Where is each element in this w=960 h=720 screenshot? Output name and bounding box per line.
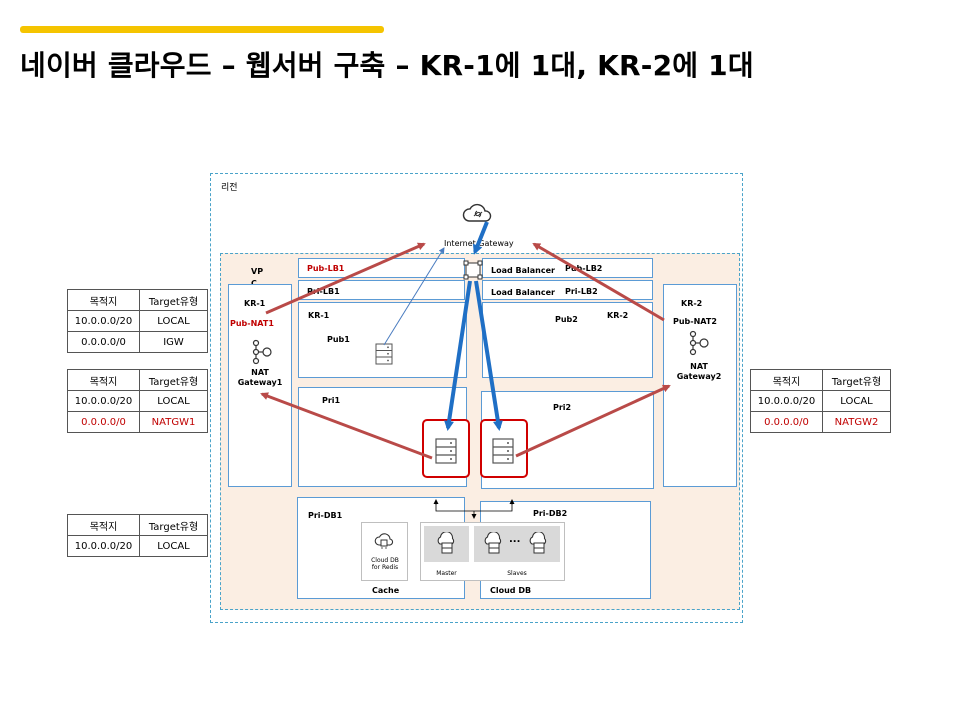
master-label: Master [436,570,457,577]
pub-lb1-label: Pub-LB1 [307,264,345,273]
pri-lb2-label: Pri-LB2 [565,287,598,296]
rt-cell: 10.0.0.0/20 [67,310,140,332]
server-icon [375,343,393,365]
pub1-label: Pub1 [327,335,350,344]
server-icon [435,438,457,464]
load-balancer-label-2: Load Balancer [491,288,555,297]
rt-cell: 0.0.0.0/0 [67,331,140,353]
pub-lb2-label: Pub-LB2 [565,264,603,273]
kr2-zone-label: KR-2 [681,299,703,308]
rt-cell: 0.0.0.0/0 [67,411,140,433]
slaves-label: Slaves [507,570,527,577]
slide-title: 네이버 클라우드 – 웹서버 구축 – KR-1에 1대, KR-2에 1대 [20,49,754,82]
rt-header-target: Target유형 [139,514,208,536]
nat-gateway2-label: NAT Gateway2 [676,362,722,381]
internet-gateway-label: Internet Gateway [444,239,514,248]
rt-cell: LOCAL [139,535,208,557]
pub-nat1-label: Pub-NAT1 [230,319,274,328]
rt-header-target: Target유형 [822,369,891,391]
rt-cell: 0.0.0.0/0 [750,411,823,433]
nat-gateway-icon [252,339,272,365]
rt-cell: LOCAL [822,390,891,412]
pub-nat2-label: Pub-NAT2 [673,317,717,326]
kr1-zone-label: KR-1 [244,299,266,308]
load-balancer-icon [463,260,483,280]
pub2-zone-label: KR-2 [607,311,629,320]
server-icon [492,438,514,464]
vpc-label: VP C [251,267,264,288]
redis-icon [374,533,394,549]
rt-cell: LOCAL [139,310,208,332]
pri1-label: Pri1 [322,396,341,405]
web-server-kr2-highlight[interactable] [480,419,528,478]
region-label: 리전 [221,183,238,193]
rt-header-destination: 목적지 [67,514,140,536]
pub1-zone-label: KR-1 [308,311,330,320]
kr2-nat-subnet [663,284,737,487]
pri-db2-label: Pri-DB2 [533,509,568,518]
load-balancer-label-1: Load Balancer [491,266,555,275]
rt-header-destination: 목적지 [67,369,140,391]
rt-cell: IGW [139,331,208,353]
rt-cell: NATGW2 [822,411,891,433]
rt-header-destination: 목적지 [750,369,823,391]
pub2-label: Pub2 [555,315,578,324]
redis-label: Cloud DB for Redis [371,557,399,571]
rt-header-target: Target유형 [139,369,208,391]
region-container [210,173,743,623]
pri2-label: Pri2 [553,403,572,412]
web-server-kr1-highlight[interactable] [422,419,470,478]
pri-db1-label: Pri-DB1 [308,511,343,520]
redis-panel [361,522,408,581]
cloud-icon [462,203,492,222]
database-icon [437,532,455,554]
nat-gateway-icon [689,330,709,356]
rt-cell: NATGW1 [139,411,208,433]
rt-cell: 10.0.0.0/20 [67,390,140,412]
pri-lb1-label: Pri-LB1 [307,287,340,296]
database-icon [529,532,547,554]
rt-cell: 10.0.0.0/20 [67,535,140,557]
rt-header-destination: 목적지 [67,289,140,311]
slaves-ellipsis: ... [509,534,521,545]
title-accent-bar [20,26,384,33]
nat-gateway1-label: NAT Gateway1 [237,368,283,387]
database-icon [484,532,502,554]
rt-cell: LOCAL [139,390,208,412]
rt-cell: 10.0.0.0/20 [750,390,823,412]
cache-label: Cache [372,586,400,595]
rt-header-target: Target유형 [139,289,208,311]
cloud-db-label: Cloud DB [490,586,532,595]
